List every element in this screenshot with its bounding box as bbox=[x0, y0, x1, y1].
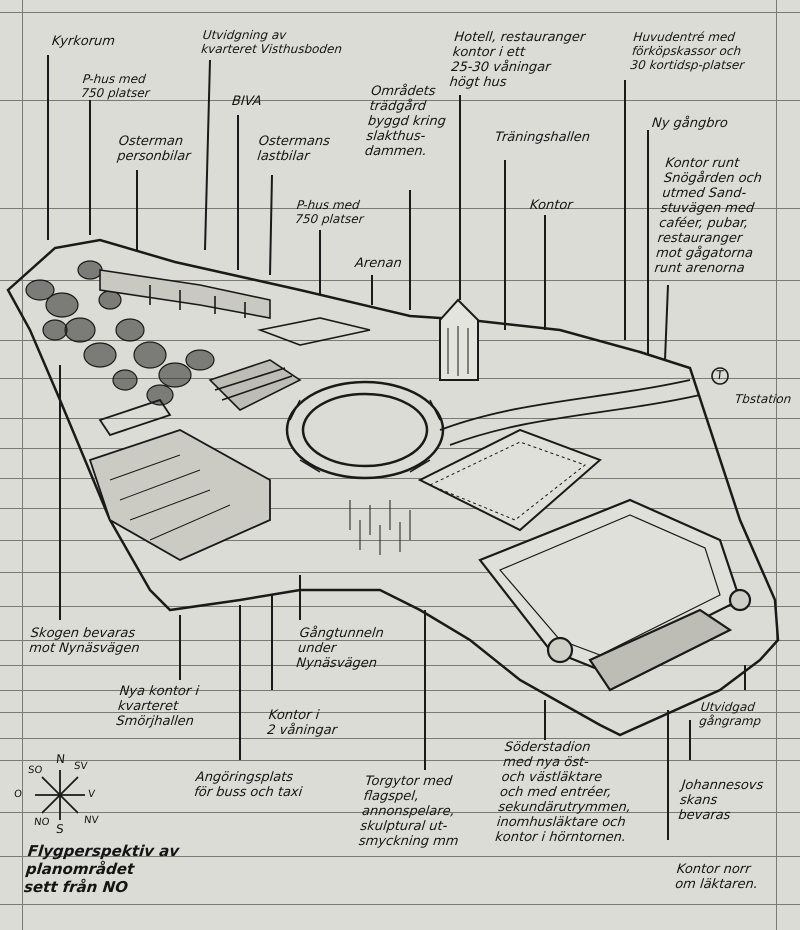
ruled-line bbox=[0, 665, 800, 666]
ruled-line bbox=[0, 478, 800, 479]
label-hotell: Hotell, restauranger kontor i ett 25-30 … bbox=[448, 30, 587, 90]
label-johannes-skans: Johannesovs skans bevaras bbox=[677, 778, 765, 823]
compass-nv: NV bbox=[83, 815, 99, 826]
ruled-line bbox=[0, 100, 800, 101]
label-utvidgning: Utvidgning av kvarteret Visthusboden bbox=[200, 28, 343, 56]
ruled-line bbox=[0, 856, 800, 857]
label-kontor: Kontor bbox=[529, 198, 574, 213]
label-osterman-personbilar: Osterman personbilar bbox=[116, 134, 192, 164]
ruled-line bbox=[0, 812, 800, 813]
label-gangtunneln: Gångtunneln under Nynäsvägen bbox=[295, 626, 385, 671]
label-kontor-2-vaningar: Kontor i 2 våningar bbox=[266, 708, 338, 738]
label-tbstation: Tbstation bbox=[734, 392, 792, 406]
ruled-line bbox=[0, 508, 800, 509]
label-soderstadion: Söderstadion med nya öst- och västläktar… bbox=[494, 740, 632, 845]
leader-lines bbox=[47, 55, 746, 840]
label-skogen: Skogen bevaras mot Nynäsvägen bbox=[28, 626, 141, 656]
ruled-line bbox=[0, 606, 800, 607]
compass-rose bbox=[35, 770, 85, 820]
ruled-line bbox=[0, 640, 800, 641]
site-outline bbox=[6, 238, 780, 737]
label-traningshallen: Träningshallen bbox=[494, 130, 591, 145]
tbana-symbol bbox=[711, 367, 729, 385]
ruled-line bbox=[0, 738, 800, 739]
ruled-line bbox=[0, 12, 800, 13]
compass-s: S bbox=[55, 822, 65, 836]
arena bbox=[285, 380, 445, 480]
label-huvudentre: Huvudentré med förköpskassor och 30 kort… bbox=[629, 30, 746, 72]
compass-o: O bbox=[13, 789, 23, 800]
compass-so: SO bbox=[27, 765, 43, 776]
ruled-line bbox=[0, 904, 800, 905]
compass-no: NO bbox=[33, 817, 50, 828]
margin-line bbox=[776, 0, 777, 930]
label-torgytor: Torgytor med flagspel, annonspelare, sku… bbox=[358, 774, 460, 849]
label-kyrkorum: Kyrkorum bbox=[51, 34, 116, 49]
label-nya-kontor: Nya kontor i kvarteret Smörjhallen bbox=[115, 684, 200, 729]
label-kontor-norr: Kontor norr om läktaren. bbox=[674, 862, 759, 892]
ruled-line bbox=[0, 572, 800, 573]
label-kontor-runt: Kontor runt Snögården och utmed Sand- st… bbox=[653, 156, 763, 276]
compass-sv: SV bbox=[73, 761, 88, 772]
ruled-line bbox=[0, 340, 800, 341]
compass-n: N bbox=[55, 752, 66, 766]
ruled-line bbox=[0, 760, 800, 761]
label-tradgard: Områdets trädgård byggd kring slakthus- … bbox=[364, 84, 447, 159]
label-angoringsplats: Angöringsplats för buss och taxi bbox=[193, 770, 304, 800]
label-p-hus-1: P-hus med 750 platser bbox=[80, 72, 151, 100]
training-hall bbox=[417, 428, 602, 532]
hotel-tower bbox=[439, 298, 479, 381]
label-p-hus-2: P-hus med 750 platser bbox=[294, 198, 365, 226]
ruled-line bbox=[0, 712, 800, 713]
label-ny-gangbro: Ny gångbro bbox=[651, 116, 729, 131]
tbana-letter: T bbox=[715, 368, 725, 382]
tree-area bbox=[25, 260, 215, 406]
label-utvidgad-gangramp: Utvidgad gångramp bbox=[698, 700, 762, 728]
building-strip bbox=[99, 269, 371, 411]
label-biva: BIVA bbox=[231, 94, 263, 109]
margin-line bbox=[22, 0, 23, 930]
compass-v: V bbox=[87, 789, 96, 800]
label-arenan: Arenan bbox=[354, 256, 403, 271]
plaza-trees bbox=[349, 500, 411, 555]
ruled-line bbox=[0, 690, 800, 691]
drawing-caption: Flygperspektiv av planområdet sett från … bbox=[23, 842, 181, 896]
ruled-line bbox=[0, 208, 800, 209]
road bbox=[439, 379, 701, 446]
stadium bbox=[478, 498, 752, 692]
smorjhallen-block bbox=[88, 398, 271, 562]
label-ostermans-lastbilar: Ostermans lastbilar bbox=[256, 134, 331, 164]
ruled-line bbox=[0, 280, 800, 281]
ruled-line bbox=[0, 378, 800, 379]
